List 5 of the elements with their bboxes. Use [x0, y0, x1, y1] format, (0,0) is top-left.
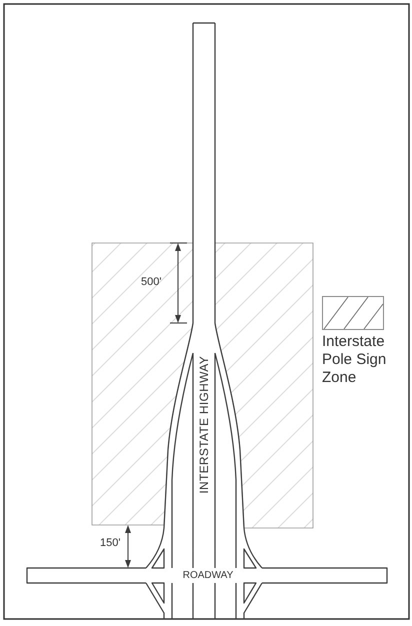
road-label: ROADWAY: [182, 569, 234, 582]
legend-label: Interstate Pole Sign Zone: [322, 333, 388, 387]
dimension-label: 150': [100, 537, 120, 550]
dimension-label: 500': [141, 276, 162, 289]
highway-label: INTERSTATE HIGHWAY: [197, 356, 211, 494]
